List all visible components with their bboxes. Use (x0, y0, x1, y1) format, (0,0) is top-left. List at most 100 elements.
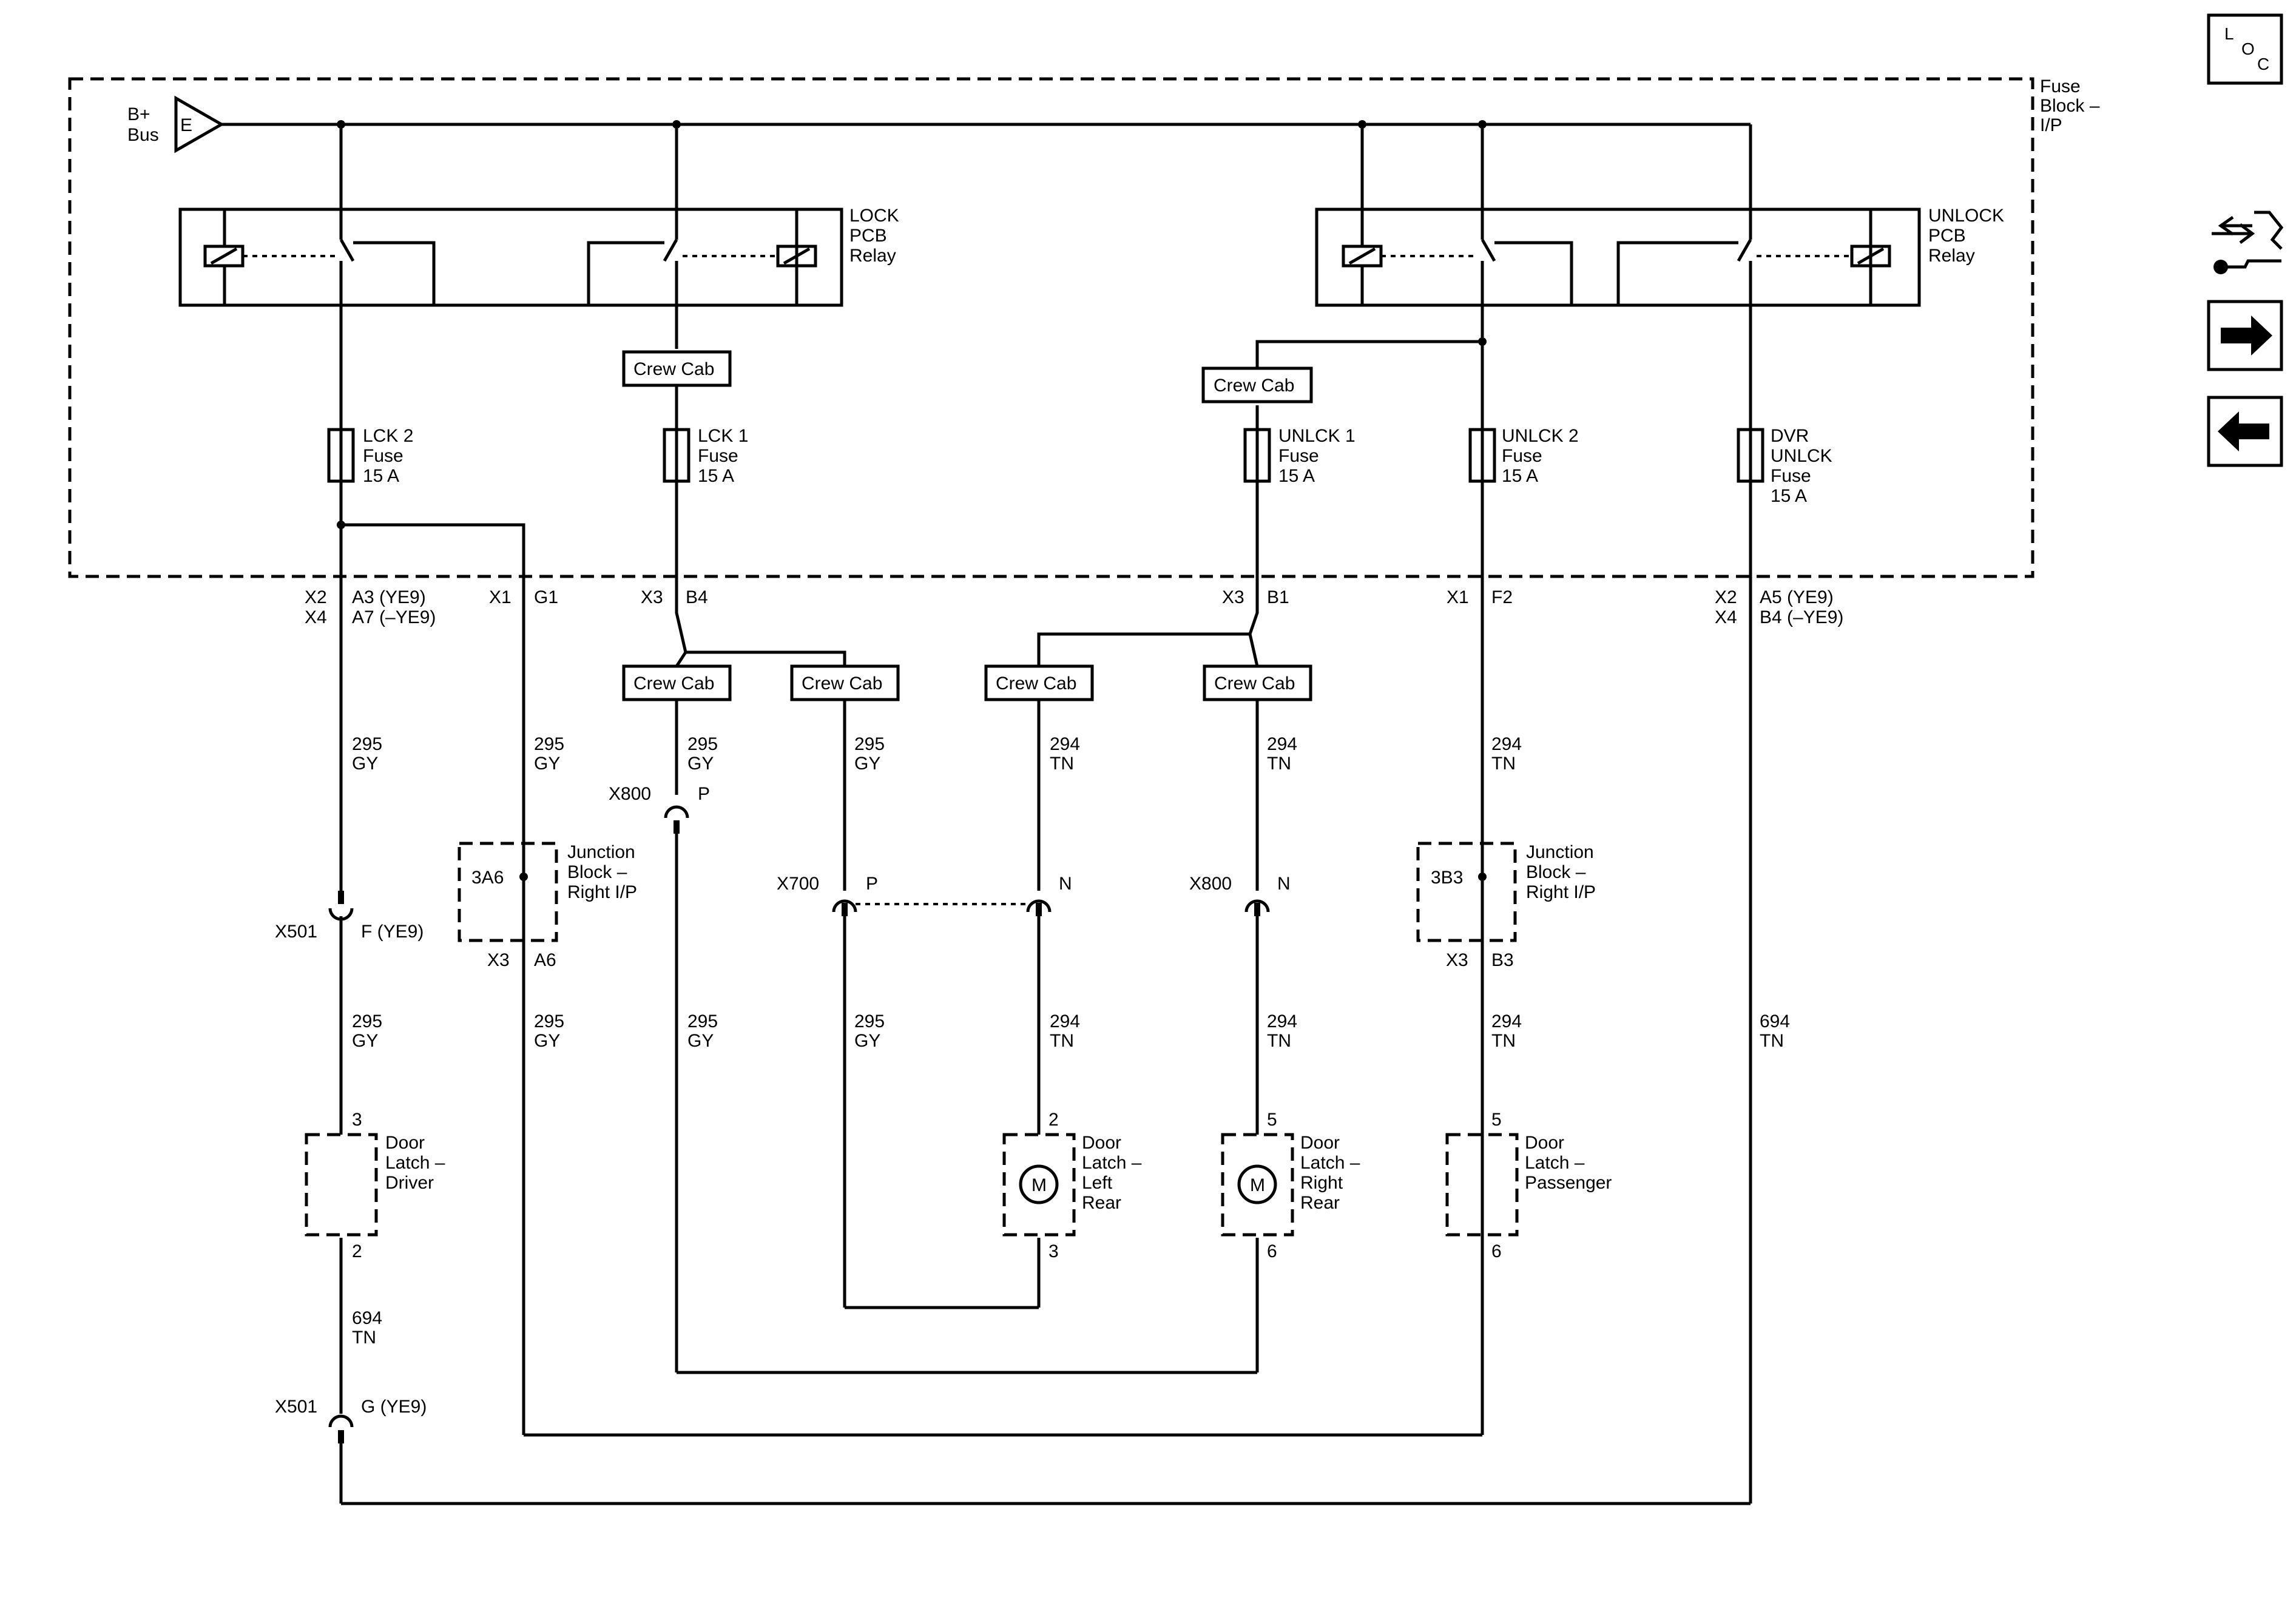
svg-text:295: 295 (352, 734, 382, 754)
connector-x700-n-icon (1026, 899, 1052, 916)
lock-relay-box (178, 208, 843, 307)
svg-text:2: 2 (352, 1241, 362, 1261)
svg-text:295: 295 (687, 1011, 718, 1031)
pin-b1: B1 (1267, 587, 1289, 607)
svg-text:Door: Door (1300, 1133, 1340, 1153)
fuse-dvr-label-3: Fuse (1771, 466, 1811, 486)
connector-tool-icon[interactable] (2212, 211, 2284, 274)
fuse-block-label-2: Block – (2040, 96, 2100, 116)
svg-text:M: M (1032, 1175, 1047, 1195)
svg-text:TN: TN (352, 1328, 376, 1348)
svg-text:X3: X3 (487, 950, 510, 970)
pin-a5: A5 (YE9) (1760, 587, 1834, 607)
svg-text:294: 294 (1491, 1011, 1522, 1031)
svg-text:Block –: Block – (567, 862, 627, 882)
svg-text:GY: GY (352, 1031, 378, 1051)
svg-text:Driver: Driver (385, 1173, 434, 1193)
svg-text:Crew Cab: Crew Cab (633, 359, 714, 379)
svg-text:X3: X3 (1446, 950, 1468, 970)
svg-text:Passenger: Passenger (1525, 1173, 1612, 1193)
crew-cab-box-lck1: Crew Cab (622, 350, 732, 387)
bplus-label-1: B+ (127, 104, 150, 124)
pin-x4-right: X4 (1715, 607, 1737, 627)
motor-icon (1019, 1164, 1059, 1204)
svg-text:B3: B3 (1491, 950, 1514, 970)
fuse-unlck2-label-3: 15 A (1502, 466, 1538, 486)
conn-x800-right-pin: N (1277, 874, 1291, 894)
svg-text:TN: TN (1760, 1031, 1784, 1051)
pin-a7: A7 (–YE9) (352, 607, 436, 627)
pin-x3-b1: X3 (1222, 587, 1244, 607)
pin-x2-left: X2 (305, 587, 327, 607)
bus-terminal-letter: E (180, 115, 192, 135)
svg-text:Junction: Junction (567, 842, 635, 862)
svg-text:295: 295 (534, 1011, 564, 1031)
svg-text:2: 2 (1048, 1110, 1059, 1130)
svg-text:GY: GY (534, 754, 560, 774)
conn-x501-f-label: X501 (275, 922, 317, 942)
fuse-lck2-label-1: LCK 2 (363, 426, 413, 446)
svg-text:M: M (1250, 1175, 1265, 1195)
fuse-unlck2-icon (1468, 428, 1496, 483)
junction-block-left: 3A6 Junction Block – Right I/P X3 A6 (458, 842, 637, 970)
conn-x501-g-pin: G (YE9) (361, 1397, 427, 1417)
pin-x3-b4: X3 (641, 587, 663, 607)
svg-text:Latch –: Latch – (1300, 1153, 1360, 1173)
fuse-dvr-unlck-icon (1737, 428, 1764, 483)
svg-text:Latch –: Latch – (1525, 1153, 1585, 1173)
fuse-lck2-icon (327, 428, 355, 483)
svg-text:TN: TN (1491, 1031, 1516, 1051)
svg-text:Rear: Rear (1082, 1193, 1121, 1213)
pin-b4: B4 (686, 587, 708, 607)
svg-text:Right: Right (1300, 1173, 1343, 1193)
svg-text:295: 295 (534, 734, 564, 754)
svg-text:3: 3 (352, 1110, 362, 1130)
svg-text:TN: TN (1267, 1031, 1291, 1051)
unlock-relay-label-2: PCB (1928, 226, 1966, 246)
conn-x700-n-pin: N (1059, 874, 1072, 894)
svg-text:294: 294 (1491, 734, 1522, 754)
svg-text:5: 5 (1267, 1110, 1277, 1130)
svg-text:Crew Cab: Crew Cab (1214, 376, 1294, 396)
arrow-left-icon[interactable] (2207, 396, 2283, 467)
pin-x4-left: X4 (305, 607, 327, 627)
pin-f2: F2 (1491, 587, 1513, 607)
svg-text:294: 294 (1267, 734, 1297, 754)
fuse-unlck1-icon (1243, 428, 1271, 483)
lock-relay-label-1: LOCK (849, 206, 899, 226)
loc-button[interactable]: L O C (2207, 13, 2283, 85)
fuse-block-label-3: I/P (2040, 115, 2062, 135)
svg-text:3: 3 (1048, 1241, 1059, 1261)
conn-x501-g-label: X501 (275, 1397, 317, 1417)
fuse-dvr-label-2: UNLCK (1771, 446, 1832, 466)
svg-text:Rear: Rear (1300, 1193, 1340, 1213)
lock-relay-coil-left-icon (203, 245, 245, 268)
door-latch-right-rear: M 5 6 Door Latch – Right Rear (1221, 1110, 1360, 1261)
fuse-lck2-label-3: 15 A (363, 466, 399, 486)
svg-text:Crew Cab: Crew Cab (633, 673, 714, 694)
crew-cab-box-2: Crew Cab (790, 664, 900, 701)
crew-cab-box-1: Crew Cab (622, 664, 732, 701)
svg-text:294: 294 (1050, 1011, 1080, 1031)
connector-x501-f-icon (328, 891, 354, 921)
crew-cab-box-4: Crew Cab (1203, 664, 1312, 701)
fuse-dvr-label-4: 15 A (1771, 486, 1807, 506)
svg-text:TN: TN (1267, 754, 1291, 774)
connector-x501-g-icon (328, 1414, 354, 1443)
fuse-lck1-label-3: 15 A (698, 466, 734, 486)
connector-x700-icon (832, 899, 857, 916)
svg-text:Block –: Block – (1526, 862, 1586, 882)
svg-text:TN: TN (1050, 1031, 1074, 1051)
svg-text:GY: GY (352, 754, 378, 774)
svg-text:TN: TN (1491, 754, 1516, 774)
arrow-right-icon[interactable] (2207, 300, 2283, 371)
svg-text:6: 6 (1491, 1241, 1502, 1261)
fuse-unlck2-label-1: UNLCK 2 (1502, 426, 1579, 446)
svg-text:295: 295 (854, 734, 885, 754)
svg-text:Left: Left (1082, 1173, 1113, 1193)
conn-x700-label: X700 (777, 874, 819, 894)
lock-relay-label-3: Relay (849, 246, 896, 266)
svg-text:295: 295 (854, 1011, 885, 1031)
